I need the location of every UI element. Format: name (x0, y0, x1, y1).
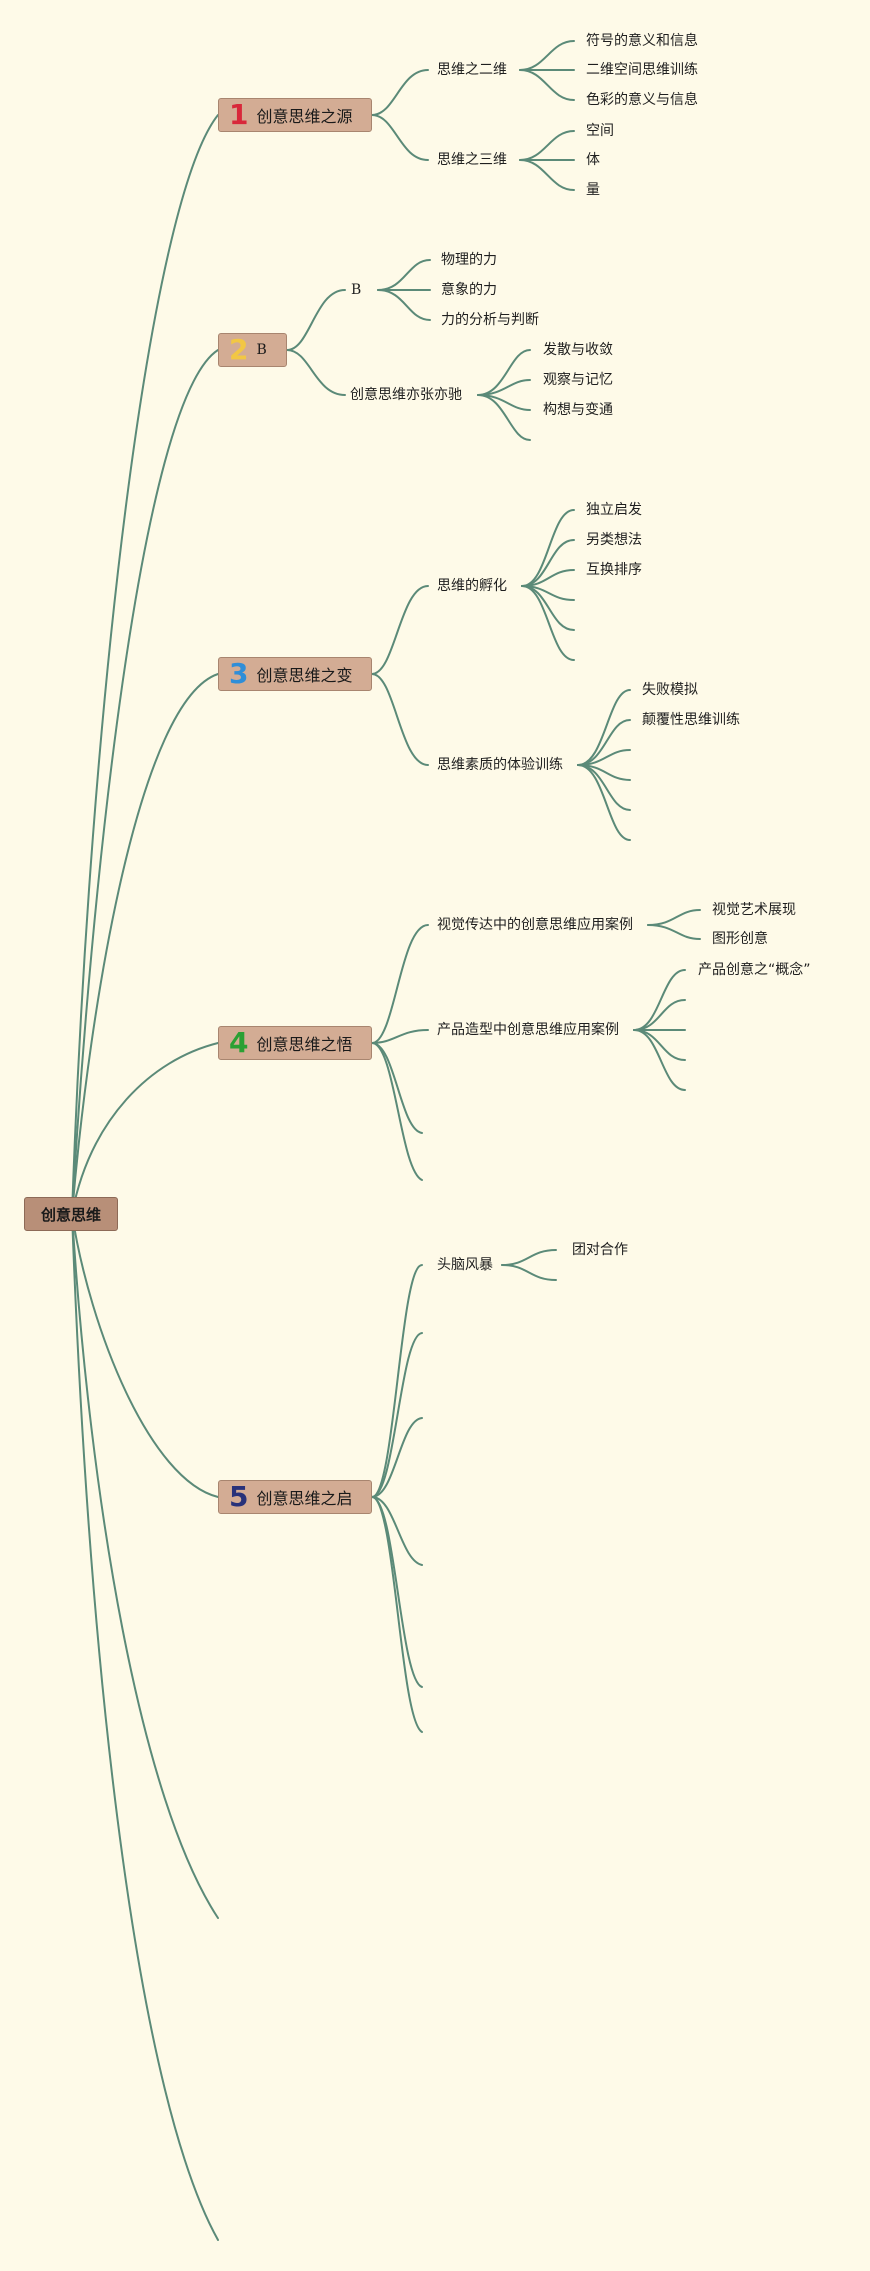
leaf-label[interactable]: 物理的力 (441, 252, 497, 268)
connector (633, 969, 686, 1031)
connector (371, 924, 429, 1044)
branch-node-4[interactable]: 4 创意思维之悟 (218, 1026, 372, 1060)
root-node[interactable]: 创意思维 (24, 1197, 118, 1231)
connector (377, 259, 431, 291)
leaf-label[interactable]: 视觉艺术展现 (712, 902, 796, 918)
leaf-label[interactable]: 团对合作 (572, 1242, 628, 1258)
topic-label[interactable]: 头脑风暴 (437, 1257, 493, 1273)
connector (371, 114, 429, 161)
topic-label[interactable]: 思维的孵化 (437, 578, 507, 594)
root-label: 创意思维 (40, 1205, 101, 1224)
leaf-label[interactable]: 发散与收敛 (543, 342, 613, 358)
connector (371, 1496, 423, 1733)
leaf-label[interactable]: 体 (586, 152, 600, 168)
connector (371, 1496, 423, 1688)
leaf-label[interactable]: 产品创意之“概念” (698, 962, 811, 978)
leaf-label[interactable]: 意象的力 (441, 282, 497, 298)
connector (501, 1264, 557, 1281)
topic-label[interactable]: 思维素质的体验训练 (437, 757, 563, 773)
leaf-label[interactable]: 独立启发 (586, 502, 642, 518)
branch-label-5: 创意思维之启 (256, 1489, 353, 1508)
connector (71, 1213, 219, 2241)
connector (501, 1249, 557, 1266)
connector (519, 69, 575, 101)
connector (371, 1029, 429, 1044)
connector (647, 909, 701, 926)
connector (371, 1496, 423, 1566)
branch-number-1: 1 (229, 98, 249, 131)
connector (577, 764, 631, 841)
leaf-label[interactable]: 符号的意义和信息 (586, 33, 698, 49)
branch-node-2[interactable]: 2 B (218, 333, 287, 367)
connector (371, 1042, 423, 1134)
topic-label[interactable]: 视觉传达中的创意思维应用案例 (437, 917, 633, 933)
branch-label-2: B (256, 342, 267, 358)
branch-node-1[interactable]: 1 创意思维之源 (218, 98, 372, 132)
branch-label-4: 创意思维之悟 (256, 1035, 353, 1054)
leaf-label[interactable]: 另类想法 (586, 532, 642, 548)
connector (377, 289, 431, 321)
connector (286, 349, 346, 396)
leaf-label[interactable]: 失败模拟 (642, 682, 698, 698)
branch-number-3: 3 (229, 657, 249, 690)
connector (71, 1042, 219, 1215)
leaf-label[interactable]: 观察与记忆 (543, 372, 613, 388)
leaf-label[interactable]: 构想与变通 (543, 402, 613, 418)
connector (519, 159, 575, 191)
connector (71, 1213, 219, 1498)
branch-node-5[interactable]: 5 创意思维之启 (218, 1480, 372, 1514)
connector (371, 585, 429, 675)
branch-number-4: 4 (229, 1026, 249, 1059)
connector (521, 585, 575, 661)
connector (477, 394, 531, 441)
connector (371, 69, 429, 116)
connector (71, 114, 219, 1215)
connector (371, 1042, 423, 1181)
connector (371, 1417, 423, 1498)
topic-label[interactable]: B (351, 282, 362, 298)
leaf-label[interactable]: 力的分析与判断 (441, 312, 539, 328)
connector (521, 509, 575, 587)
branch-node-3[interactable]: 3 创意思维之变 (218, 657, 372, 691)
topic-label[interactable]: 思维之三维 (437, 152, 507, 168)
leaf-label[interactable]: 色彩的意义与信息 (586, 92, 698, 108)
connector (371, 1332, 423, 1498)
branch-number-5: 5 (229, 1480, 249, 1513)
connector (519, 130, 575, 161)
leaf-label[interactable]: 量 (586, 182, 600, 198)
branch-number-2: 2 (229, 333, 249, 366)
connector (286, 289, 346, 351)
connector (371, 673, 429, 766)
connector (519, 40, 575, 71)
leaf-label[interactable]: 二维空间思维训练 (586, 62, 698, 78)
branch-label-3: 创意思维之变 (256, 666, 353, 685)
connector (71, 349, 219, 1215)
topic-label[interactable]: 思维之二维 (437, 62, 507, 78)
connector (647, 924, 701, 940)
topic-label[interactable]: 产品造型中创意思维应用案例 (437, 1022, 619, 1038)
connector (633, 1029, 686, 1091)
connector (71, 1213, 219, 1919)
leaf-label[interactable]: 颠覆性思维训练 (642, 712, 740, 728)
connector (577, 689, 631, 766)
connector (371, 1264, 423, 1498)
leaf-label[interactable]: 互换排序 (586, 562, 642, 578)
topic-label[interactable]: 创意思维亦张亦驰 (350, 387, 462, 403)
branch-label-1: 创意思维之源 (256, 107, 353, 126)
leaf-label[interactable]: 空间 (586, 123, 614, 139)
connector (71, 673, 219, 1215)
leaf-label[interactable]: 图形创意 (712, 931, 768, 947)
